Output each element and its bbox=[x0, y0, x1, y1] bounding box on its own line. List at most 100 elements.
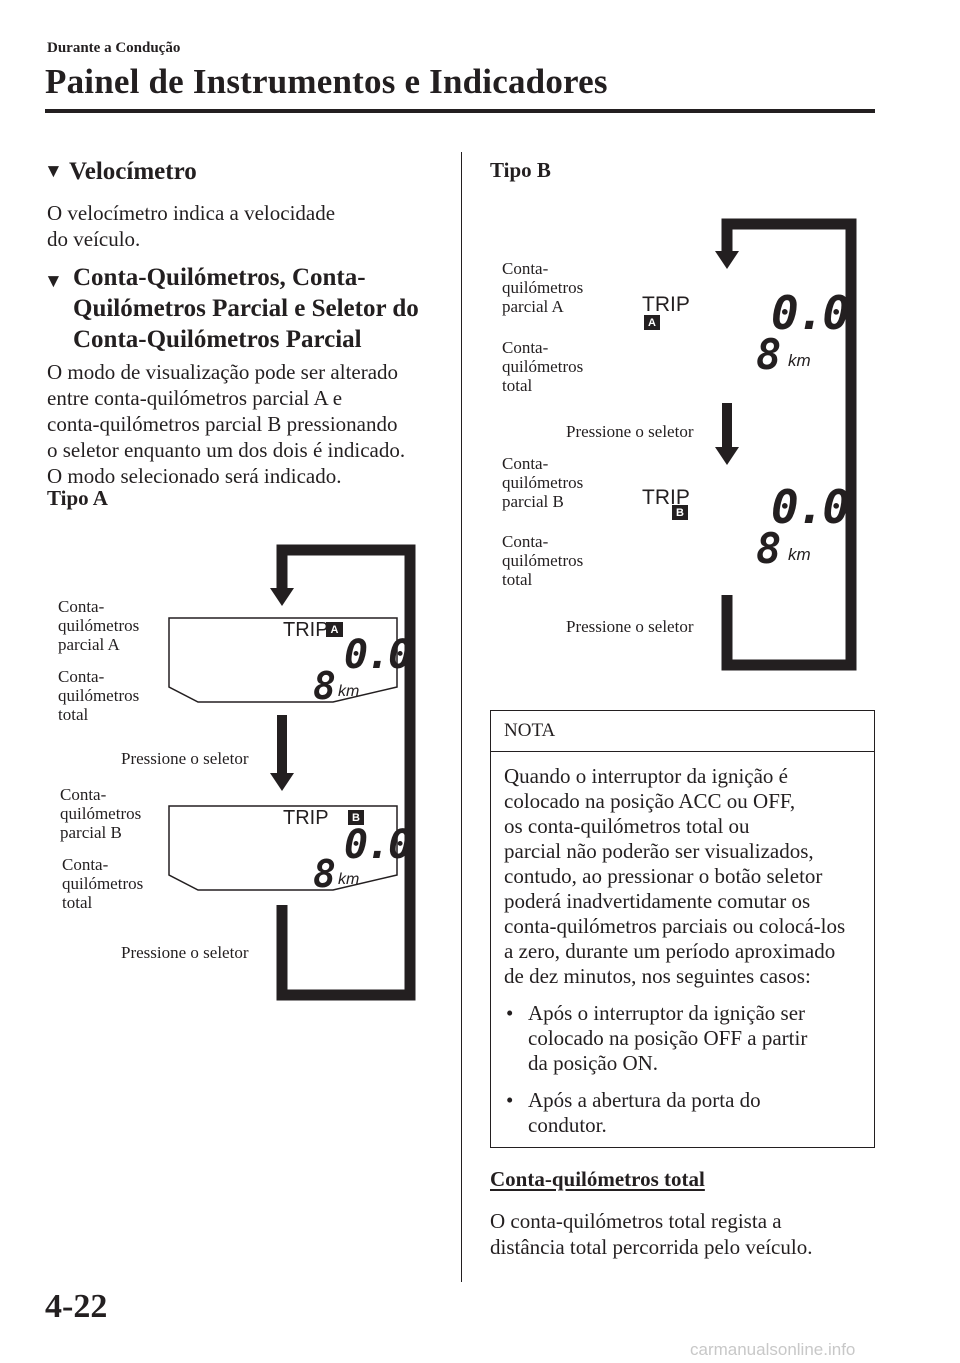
trip-a-label: Conta- quilómetros parcial A bbox=[58, 597, 139, 654]
total-label: Conta- quilómetros total bbox=[62, 855, 143, 912]
body-line: O velocímetro indica a velocidade bbox=[47, 201, 336, 225]
trip-a-value: 0.0 bbox=[344, 632, 412, 678]
press-selector-label: Pressione o seletor bbox=[566, 422, 694, 441]
label-line: total bbox=[58, 705, 89, 724]
odometer-value: 8 bbox=[313, 664, 336, 708]
lcd-trip-b-outline bbox=[168, 805, 398, 891]
label-line: quilómetros bbox=[502, 357, 584, 376]
odometer-value: 8 bbox=[756, 330, 781, 379]
triangle-down-icon: ▼ bbox=[44, 161, 63, 182]
body-line: conta-quilómetros parcial B pressionando bbox=[47, 412, 398, 436]
label-line: quilómetros bbox=[58, 686, 140, 705]
triangle-down-icon: ▼ bbox=[44, 271, 63, 292]
unit-km: km bbox=[338, 683, 360, 700]
trip-text: TRIP bbox=[283, 619, 329, 641]
label-line: Conta- bbox=[62, 855, 109, 874]
body-line: O conta-quilómetros total regista a bbox=[490, 1209, 782, 1233]
press-selector-label: Pressione o seletor bbox=[121, 943, 249, 962]
tipo-b-label: Tipo B bbox=[490, 158, 551, 182]
odometer-value: 8 bbox=[313, 852, 336, 896]
conta-body: O modo de visualização pode ser alterado… bbox=[47, 359, 405, 489]
trip-b-value: 0.0 bbox=[771, 480, 850, 534]
body-line: O modo selecionado será indicado. bbox=[47, 464, 342, 488]
note-box: NOTA Quando o interruptor da ignição é c… bbox=[490, 710, 875, 1148]
trip-text: TRIP bbox=[283, 807, 329, 829]
bullet-line: condutor. bbox=[528, 1113, 607, 1137]
note-line: contudo, ao pressionar o botão seletor bbox=[504, 864, 823, 888]
label-line: Conta- bbox=[58, 667, 105, 686]
chapter-title: Painel de Instrumentos e Indicadores bbox=[45, 62, 608, 101]
velocimetro-heading: ▼ Velocímetro bbox=[44, 156, 197, 187]
odometer-value: 8 bbox=[756, 524, 781, 573]
trip-b-label: Conta- quilómetros parcial B bbox=[502, 454, 583, 511]
unit-km: km bbox=[788, 545, 811, 564]
note-line: conta-quilómetros parciais ou colocá-los bbox=[504, 914, 846, 938]
note-title: NOTA bbox=[491, 711, 874, 752]
note-bullet: • Após a abertura da porta do condutor. bbox=[504, 1088, 862, 1138]
trip-a-badge: A bbox=[326, 622, 343, 637]
trip-text: TRIP bbox=[642, 486, 690, 509]
body-line: O modo de visualização pode ser alterado bbox=[47, 360, 399, 384]
body-line: o seletor enquanto um dos dois é indicad… bbox=[47, 438, 406, 462]
press-selector-label: Pressione o seletor bbox=[121, 749, 249, 768]
label-line: parcial A bbox=[502, 297, 564, 316]
trip-b-badge: B bbox=[672, 505, 688, 520]
bullet-line: Após a abertura da porta do bbox=[528, 1088, 761, 1112]
label-line: quilómetros bbox=[502, 278, 584, 297]
bullet-line: colocado na posição OFF a partir bbox=[528, 1026, 808, 1050]
note-line: de dez minutos, nos seguintes casos: bbox=[504, 964, 811, 988]
label-line: quilómetros bbox=[502, 551, 584, 570]
label-line: parcial A bbox=[58, 635, 120, 654]
total-section-body: O conta-quilómetros total regista a dist… bbox=[490, 1208, 812, 1260]
watermark: carmanualsonline.info bbox=[690, 1340, 856, 1359]
trip-text: TRIP bbox=[642, 293, 690, 316]
label-line: total bbox=[502, 570, 533, 589]
page-number: 4-22 bbox=[45, 1288, 108, 1325]
trip-b-label: Conta- quilómetros parcial B bbox=[60, 785, 141, 842]
section-label: Durante a Condução bbox=[47, 40, 181, 56]
label-line: quilómetros bbox=[60, 804, 142, 823]
note-line: parcial não poderão ser visualizados, bbox=[504, 839, 814, 863]
label-line: total bbox=[62, 893, 93, 912]
heading-line: Conta-Quilómetros Parcial bbox=[73, 326, 362, 353]
label-line: Conta- bbox=[60, 785, 107, 804]
label-line: parcial B bbox=[502, 492, 564, 511]
label-line: Conta- bbox=[502, 532, 549, 551]
conta-heading: ▼ Conta-Quilómetros, Conta- Quilómetros … bbox=[44, 262, 419, 355]
label-line: Conta- bbox=[502, 259, 549, 278]
label-line: Conta- bbox=[502, 454, 549, 473]
note-bullet: • Após o interruptor da ignição ser colo… bbox=[504, 1001, 862, 1076]
trip-b-value: 0.0 bbox=[344, 822, 412, 868]
column-divider bbox=[461, 152, 462, 1282]
label-line: Conta- bbox=[502, 338, 549, 357]
bullet-icon: • bbox=[506, 1001, 514, 1025]
trip-a-value: 0.0 bbox=[771, 286, 850, 340]
heading-line: Conta-Quilómetros, Conta- bbox=[73, 264, 366, 291]
note-line: poderá inadvertidamente comutar os bbox=[504, 889, 811, 913]
bullet-line: da posição ON. bbox=[528, 1051, 659, 1075]
body-line: distância total percorrida pelo veículo. bbox=[490, 1235, 813, 1259]
total-label: Conta- quilómetros total bbox=[58, 667, 139, 724]
press-selector-label: Pressione o seletor bbox=[566, 617, 694, 636]
trip-a-label: Conta- quilómetros parcial A bbox=[502, 259, 583, 316]
label-line: parcial B bbox=[60, 823, 122, 842]
label-line: quilómetros bbox=[62, 874, 144, 893]
note-line: colocado na posição ACC ou OFF, bbox=[504, 789, 796, 813]
lcd-trip-a-outline bbox=[168, 617, 398, 703]
heading-line: Quilómetros Parcial e Seletor do bbox=[73, 295, 419, 322]
velocimetro-title: Velocímetro bbox=[69, 158, 197, 185]
note-line: Quando o interruptor da ignição é bbox=[504, 764, 788, 788]
note-body: Quando o interruptor da ignição é coloca… bbox=[491, 752, 874, 1138]
label-line: quilómetros bbox=[502, 473, 584, 492]
trip-b-badge: B bbox=[348, 810, 364, 825]
bullet-icon: • bbox=[506, 1088, 514, 1112]
velocimetro-body: O velocímetro indica a velocidade do veí… bbox=[47, 200, 335, 252]
unit-km: km bbox=[338, 871, 360, 888]
total-label: Conta- quilómetros total bbox=[502, 338, 583, 395]
total-label: Conta- quilómetros total bbox=[502, 532, 583, 589]
note-line: os conta-quilómetros total ou bbox=[504, 814, 750, 838]
tipo-a-cycle-arrows bbox=[270, 544, 416, 1001]
label-line: Conta- bbox=[58, 597, 105, 616]
label-line: total bbox=[502, 376, 533, 395]
label-line: quilómetros bbox=[58, 616, 140, 635]
